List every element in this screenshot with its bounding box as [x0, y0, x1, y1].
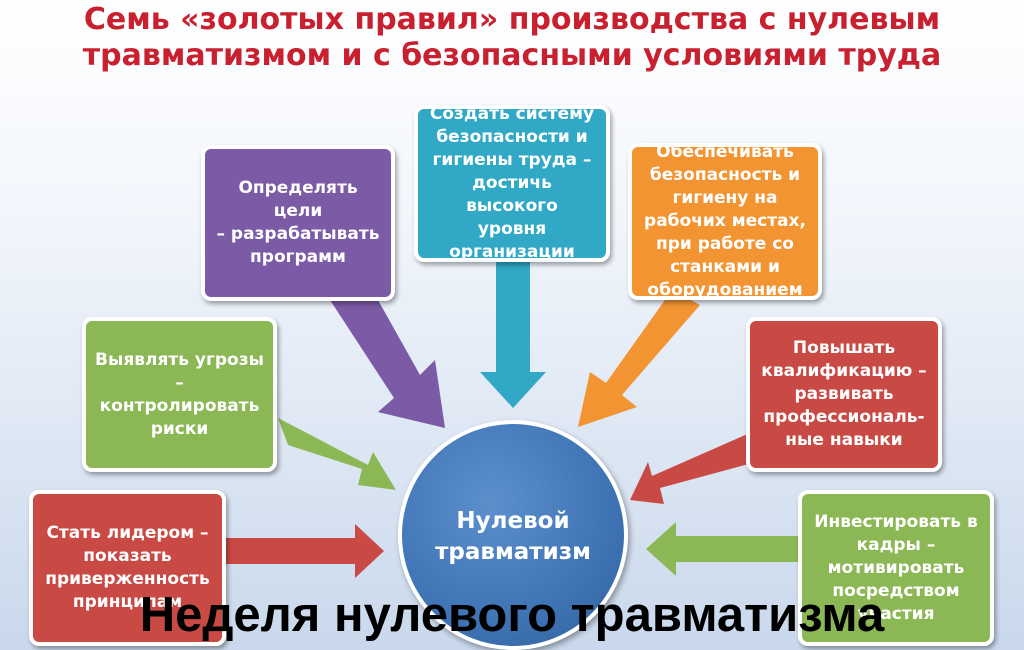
rule-text-invest-staff: Инвестировать в кадры – мотивировать пос…: [814, 511, 978, 624]
rule-box-invest-staff: Инвестировать в кадры – мотивировать пос…: [798, 490, 994, 646]
rule-text-define-goals: Определять цели – разрабатывать программ: [216, 178, 380, 267]
center-circle: Нулевой травматизм: [398, 420, 628, 650]
center-label: Нулевой травматизм: [435, 508, 591, 565]
arrow-green-upper: [278, 418, 396, 490]
arrow-orange: [578, 290, 700, 427]
rule-box-be-leader: Стать лидером – показать приверженность …: [29, 490, 226, 646]
arrow-teal: [480, 262, 546, 408]
rule-box-safety-system: Создать систему безопасности и гигиены т…: [414, 104, 610, 262]
overlay-caption: Неделя нулевого травматизма: [139, 588, 885, 642]
rule-text-identify-threats: Выявлять угрозы – контролировать риски: [95, 349, 264, 439]
rule-box-identify-threats: Выявлять угрозы – контролировать риски: [82, 317, 277, 472]
rule-text-safety-system: Создать систему безопасности и гигиены т…: [429, 104, 595, 262]
arrow-red-right: [630, 432, 756, 504]
arrow-red-left: [225, 524, 384, 578]
rule-box-define-goals: Определять цели – разрабатывать программ: [201, 145, 395, 301]
title-line-2: травматизмом и с безопасными условиями т…: [82, 38, 942, 73]
arrow-green-lower: [646, 522, 802, 576]
rule-text-be-leader: Стать лидером – показать приверженность …: [45, 523, 210, 612]
title-line-1: Семь «золотых правил» производства с нул…: [83, 2, 941, 37]
rule-text-improve-skills: Повышать квалификацию – развивать профес…: [761, 338, 927, 450]
rule-box-improve-skills: Повышать квалификацию – развивать профес…: [746, 317, 942, 472]
arrow-purple: [330, 300, 445, 428]
rule-box-workplace-safety: Обеспечивать безопасность и гигиену на р…: [628, 142, 822, 300]
page-title: Семь «золотых правил» производства с нул…: [0, 2, 1024, 74]
rule-text-workplace-safety: Обеспечивать безопасность и гигиену на р…: [644, 142, 806, 300]
